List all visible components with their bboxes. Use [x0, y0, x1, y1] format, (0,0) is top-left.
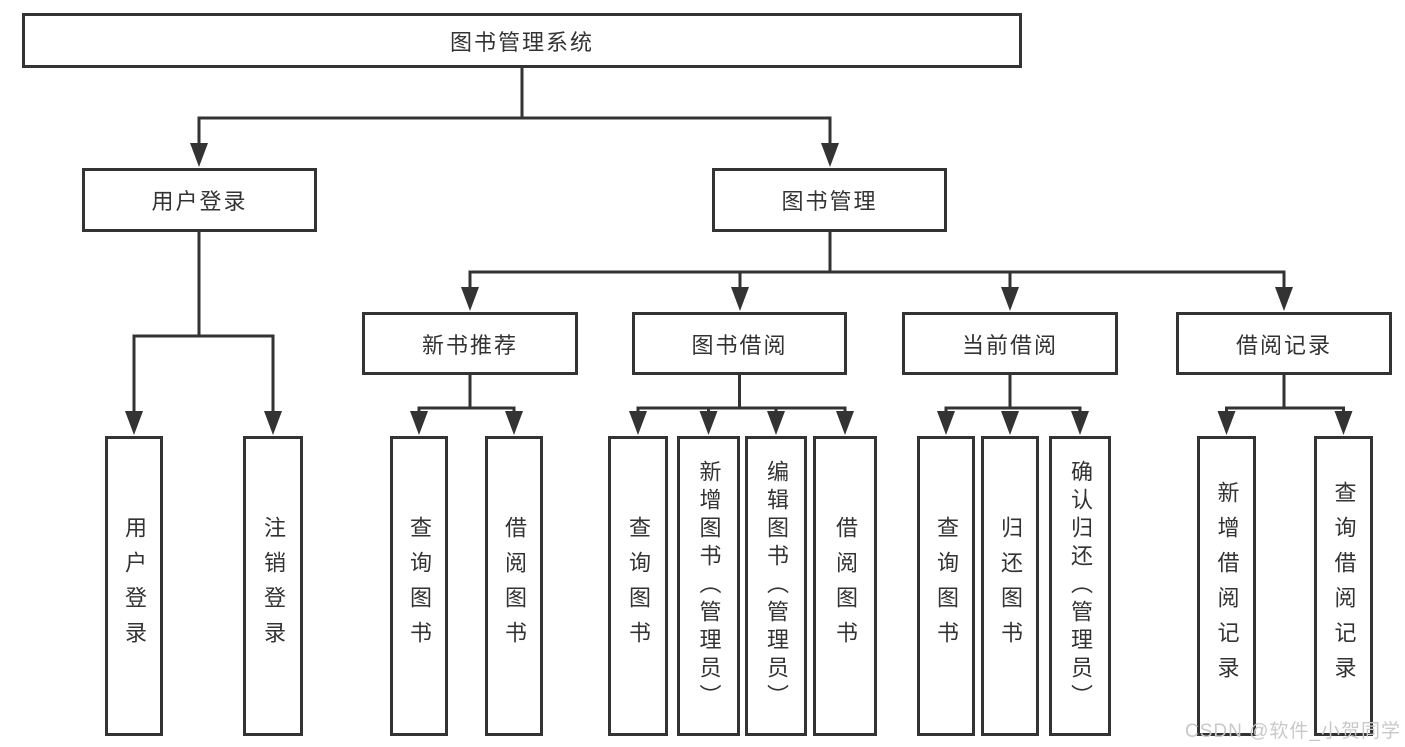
node-label: 查询借阅记录 [1331, 481, 1357, 691]
node-label: 借阅图书 [833, 516, 858, 656]
node-label: 查询图书 [626, 516, 651, 656]
leaf-return-books: 归还图书 [981, 436, 1039, 736]
node-label: 用户登录 [151, 189, 248, 214]
node-label: 查询图书 [934, 516, 959, 656]
node-label: 确认归还（管理员） [1068, 460, 1093, 712]
leaf-user-login: 用户登录 [105, 436, 163, 736]
arrowheads [125, 143, 1353, 435]
node-label: 编辑图书（管理员） [764, 460, 789, 712]
node-new-book-recommend: 新书推荐 [362, 312, 578, 375]
node-label: 归还图书 [998, 516, 1023, 656]
node-label: 新增借阅记录 [1214, 481, 1240, 691]
node-book-borrow: 图书借阅 [632, 312, 847, 375]
node-label: 注销登录 [261, 516, 286, 656]
node-label: 图书借阅 [691, 332, 788, 358]
leaf-query-borrow-record: 查询借阅记录 [1314, 436, 1373, 736]
leaf-logout: 注销登录 [243, 436, 303, 736]
node-label: 查询图书 [407, 516, 432, 656]
leaf-add-borrow-record: 新增借阅记录 [1197, 436, 1256, 736]
leaf-query-books-newbook: 查询图书 [390, 436, 448, 736]
node-label: 新书推荐 [421, 332, 518, 358]
leaf-query-books-current: 查询图书 [917, 436, 975, 736]
leaf-borrow-books: 借阅图书 [813, 436, 877, 736]
leaf-confirm-return-admin: 确认归还（管理员） [1049, 436, 1111, 736]
node-label: 借阅记录 [1235, 332, 1332, 358]
csdn-watermark: CSDN @软件_小贺同学 [1185, 721, 1401, 742]
node-label: 图书管理系统 [449, 29, 594, 55]
node-label: 当前借阅 [961, 332, 1058, 358]
node-label: 图书管理 [781, 189, 878, 214]
node-label: 借阅图书 [502, 516, 527, 656]
node-borrow-records: 借阅记录 [1176, 312, 1392, 375]
leaf-borrow-books-newbook: 借阅图书 [485, 436, 543, 736]
node-current-borrow: 当前借阅 [902, 312, 1118, 375]
node-label: 用户登录 [122, 516, 147, 656]
leaf-query-books-borrow: 查询图书 [608, 436, 668, 736]
leaf-add-books-admin: 新增图书（管理员） [677, 436, 740, 736]
leaf-edit-books-admin: 编辑图书（管理员） [745, 436, 807, 736]
node-book-management: 图书管理 [712, 168, 947, 232]
node-user-login: 用户登录 [82, 168, 317, 232]
node-label: 新增图书（管理员） [696, 460, 722, 712]
node-library-management-system: 图书管理系统 [22, 13, 1022, 68]
